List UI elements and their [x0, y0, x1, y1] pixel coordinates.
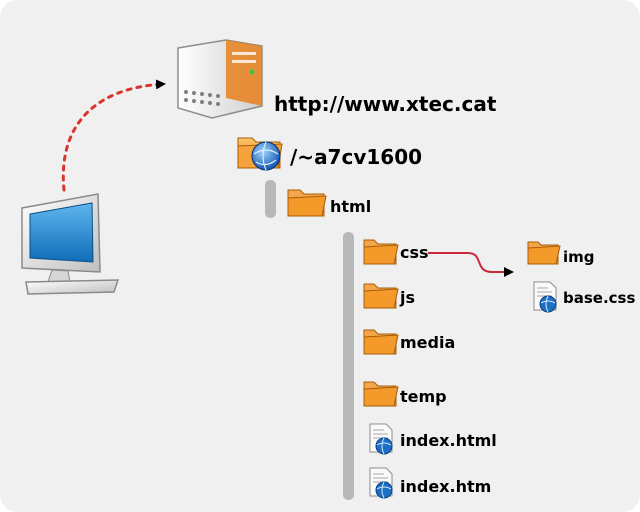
web-document-icon	[369, 467, 393, 499]
upload-connector-arrow	[61, 79, 166, 192]
folder-icon	[527, 241, 561, 265]
server-url-label: http://www.xtec.cat	[274, 92, 497, 116]
temp-folder-label: temp	[400, 387, 447, 406]
img-folder-label: img	[563, 248, 595, 266]
folder-icon	[363, 329, 399, 355]
folder-icon	[363, 239, 399, 265]
server-icon	[177, 39, 263, 119]
css-folder-label: css	[400, 243, 429, 262]
base-css-label: base.css	[563, 289, 636, 307]
web-document-icon	[533, 281, 557, 313]
folder-icon	[287, 189, 327, 217]
css-link-arrow	[428, 252, 514, 277]
computer-monitor-icon	[21, 193, 120, 295]
user-folder-label: /~a7cv1600	[290, 145, 423, 169]
tree-bar-user	[265, 180, 276, 218]
folder-icon	[363, 381, 399, 407]
web-document-icon	[369, 423, 393, 455]
index-html-label: index.html	[400, 431, 497, 450]
html-folder-label: html	[330, 197, 372, 216]
media-folder-label: media	[400, 333, 456, 352]
index-htm-label: index.htm	[400, 477, 492, 496]
tree-bar-html	[343, 232, 354, 500]
folder-icon	[363, 283, 399, 309]
web-folder-icon	[237, 137, 283, 171]
js-folder-label: js	[400, 288, 416, 307]
